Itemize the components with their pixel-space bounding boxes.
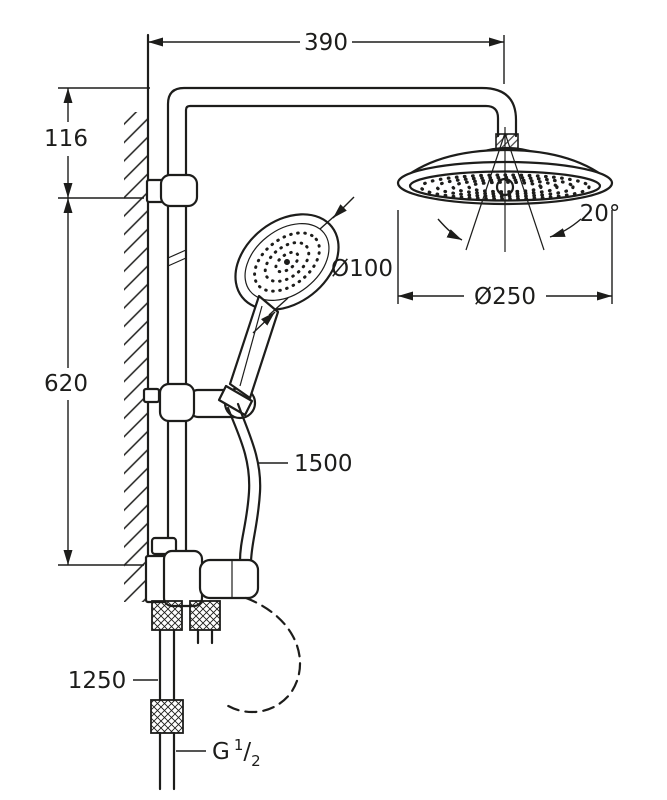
dim-head-drop-label: 116 bbox=[44, 126, 88, 152]
valve-top-knob bbox=[150, 536, 178, 556]
supply-nut-left bbox=[151, 600, 183, 631]
supply-connections bbox=[150, 600, 221, 791]
valve-clamp bbox=[162, 549, 204, 608]
dim-supply-hose-label: 1250 bbox=[68, 668, 127, 694]
dimension-head-diameter: Ø250 bbox=[397, 210, 613, 310]
hand-shower-head bbox=[234, 213, 340, 311]
hand-shower-handle bbox=[228, 294, 280, 400]
valve-body bbox=[198, 558, 260, 600]
spray-angle-label: 20° bbox=[580, 201, 621, 227]
dimension-hand-hose: 1500 bbox=[258, 451, 353, 477]
spray-angle-annotation: 20° bbox=[437, 127, 621, 252]
dimension-head-drop: 116 bbox=[44, 87, 150, 199]
wall-hatching bbox=[124, 112, 148, 602]
dim-head-diameter-label: Ø250 bbox=[474, 284, 536, 310]
hand-shower-hose bbox=[226, 402, 262, 565]
hose-coupling bbox=[150, 699, 184, 734]
angle-arrow-left bbox=[437, 218, 463, 241]
dimension-hand-diameter: Ø100 bbox=[252, 196, 393, 334]
hand-shower-hose-nut bbox=[217, 384, 254, 417]
valve-assembly bbox=[144, 536, 260, 608]
supply-hose-loop bbox=[223, 596, 302, 714]
dimension-top-width: 390 bbox=[148, 30, 505, 84]
glide-lever bbox=[142, 387, 161, 404]
dimension-supply-hose: 1250 bbox=[68, 668, 158, 694]
dim-hand-hose-label: 1500 bbox=[294, 451, 353, 477]
dim-top-width-label: 390 bbox=[304, 30, 348, 56]
hand-shower bbox=[217, 213, 340, 417]
angle-arrow-right bbox=[549, 218, 582, 238]
rail-joint-mark bbox=[167, 249, 187, 267]
shower-rail-and-arm bbox=[166, 86, 518, 562]
top-rail-bracket bbox=[145, 173, 199, 208]
wall bbox=[124, 33, 150, 604]
supply-nut-right bbox=[189, 600, 221, 631]
dim-rail-length-label: 620 bbox=[44, 371, 88, 397]
dimension-rail-length: 620 bbox=[44, 198, 144, 566]
dim-hand-diameter-label: Ø100 bbox=[331, 256, 393, 282]
